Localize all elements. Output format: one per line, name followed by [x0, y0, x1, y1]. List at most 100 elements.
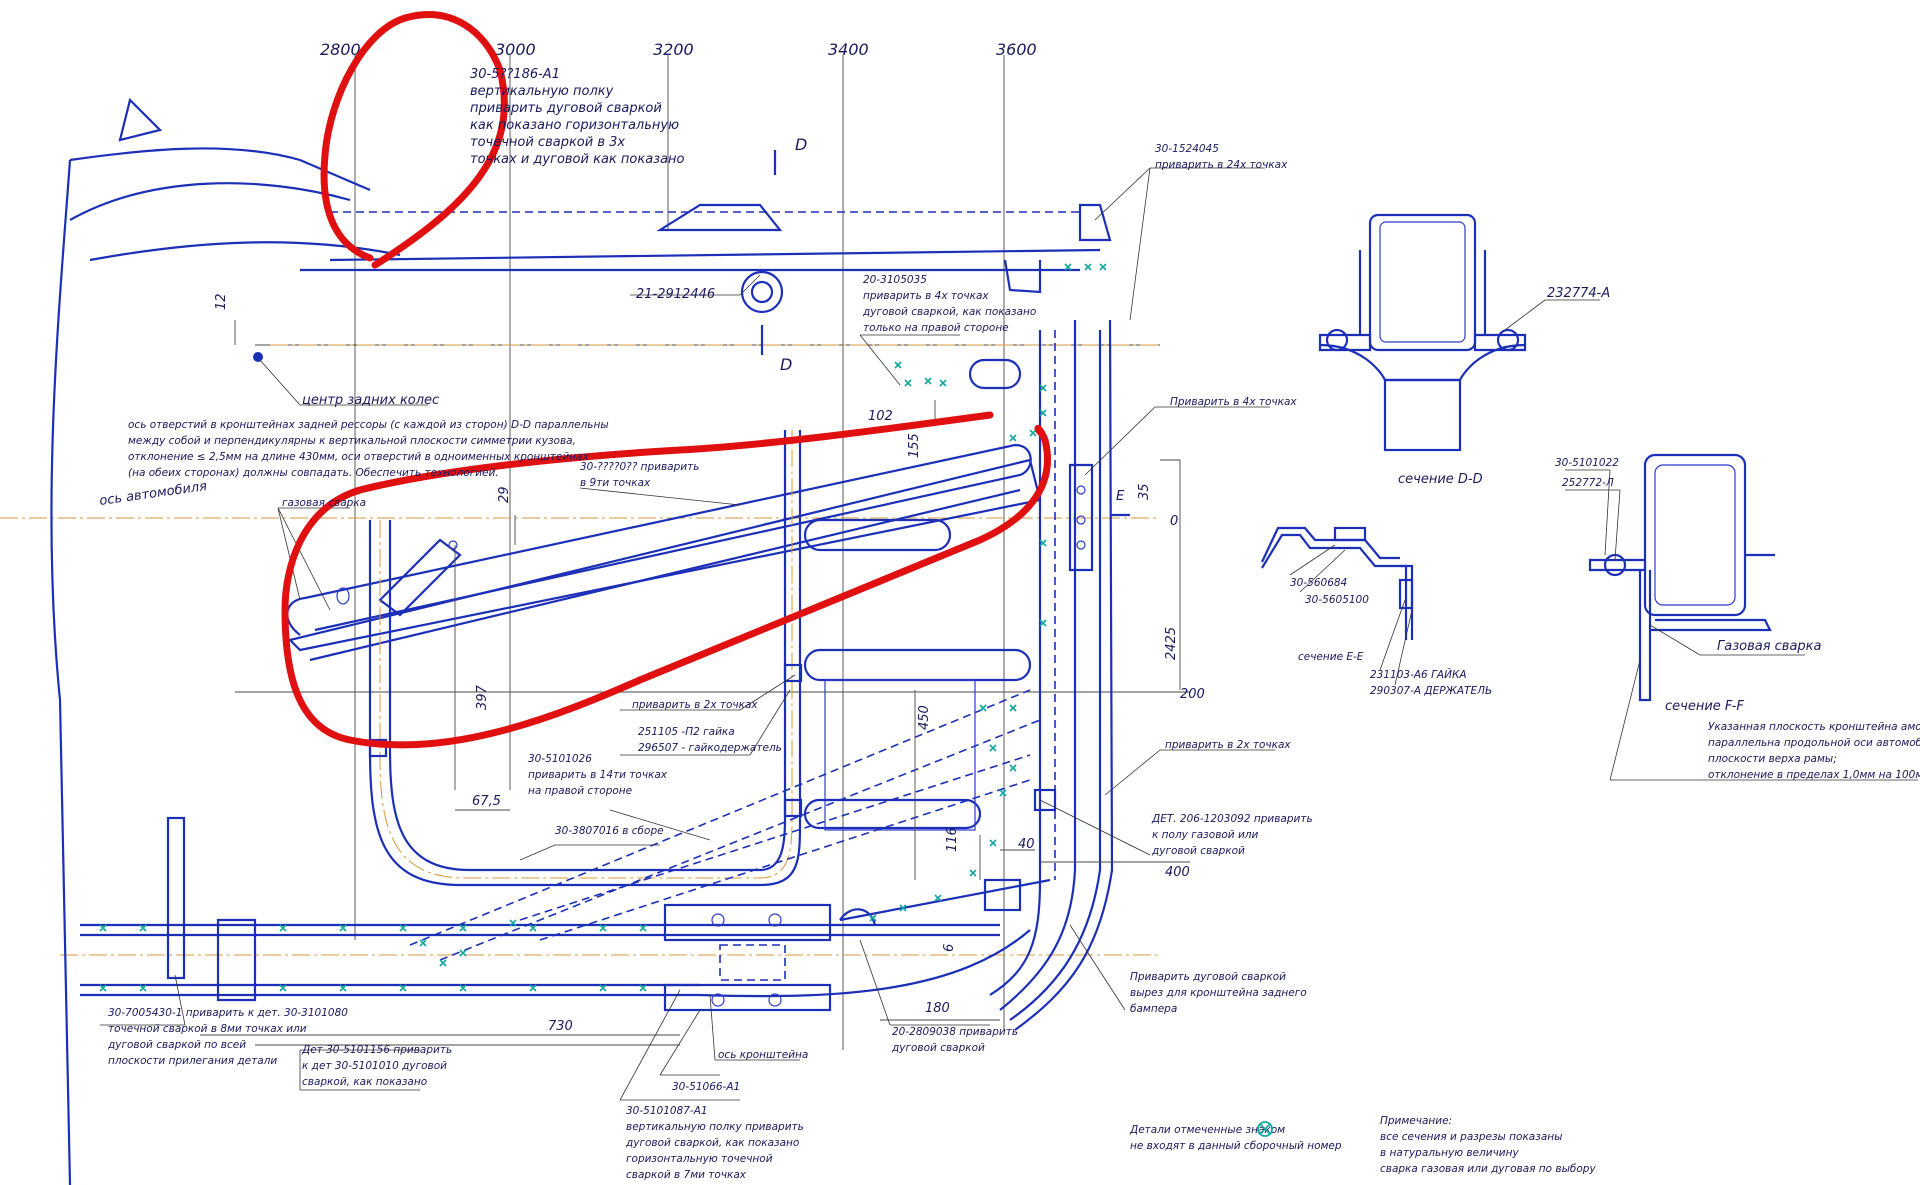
weld-marks — [99, 263, 1107, 992]
label-part-5101087-note-3: сваркой в 7ми точках — [626, 1169, 747, 1181]
label-part-1524045: 30-1524045 — [1155, 143, 1219, 155]
label-part-top-note-4: точках и дуговой как показано — [470, 152, 685, 167]
label-part-top-note-1: приварить дуговой сваркой — [470, 101, 662, 116]
dim-35: 35 — [1137, 483, 1152, 500]
leader-lines — [100, 167, 1275, 1101]
section-ee: 30-560684 30-5605100 сечение Е-Е 231103-… — [1261, 526, 1492, 697]
label-nut-note-0: 251105 -П2 гайка — [638, 726, 735, 738]
top-dimension-labels: 2800 3000 3200 3400 3600 — [320, 40, 1037, 59]
red-markup — [281, 11, 1051, 749]
label-part-3105035-note-0: приварить в 4х точках — [863, 290, 989, 302]
label-part-top-note-2: как показано горизонтальную — [470, 118, 679, 133]
label-nut-ee: 231103-А6 ГАЙКА — [1370, 668, 1467, 681]
label-remark-line-0: все сечения и разрезы показаны — [1380, 1131, 1562, 1143]
label-part-3105035-note-2: только на правой стороне — [863, 322, 1009, 334]
dim-2800: 2800 — [320, 40, 361, 59]
label-ff-note-0: Указанная плоскость кронштейна амортизат… — [1708, 721, 1920, 733]
label-part-5101026-note-0: приварить в 14ти точках — [528, 769, 668, 781]
dim-180: 180 — [925, 1001, 950, 1016]
label-remark-title: Примечание: — [1380, 1115, 1452, 1127]
bottom-rail — [80, 788, 1057, 1012]
label-bracket-axis: ось кронштейна — [718, 1049, 808, 1061]
label-part-5101087-note-0: вертикальную полку приварить — [626, 1121, 804, 1133]
dim-200: 200 — [1180, 687, 1205, 702]
label-det-5101156-note-1: сваркой, как показано — [302, 1076, 427, 1088]
label-part-5101087: 30-5101087-А1 — [626, 1105, 708, 1117]
dim-3000: 3000 — [495, 40, 536, 59]
label-car-axis: ось автомобиля — [98, 479, 208, 509]
label-part-2809038-note: дуговой сваркой — [891, 1042, 985, 1054]
label-part-206: ДЕТ. 206-1203092 приварить — [1151, 813, 1313, 825]
label-bumper-note-0: Приварить дуговой сваркой — [1130, 971, 1286, 983]
label-part-560684: 30-560684 — [1290, 577, 1347, 589]
label-weld-2b: приварить в 2х точках — [1165, 739, 1291, 751]
label-section-dd: сечение D-D — [1398, 472, 1483, 487]
dim-3600: 3600 — [996, 40, 1037, 59]
dim-3200: 3200 — [653, 40, 694, 59]
label-remark-line-2: сварка газовая или дуговая по выбору — [1380, 1163, 1596, 1175]
dim-397: 397 — [475, 684, 490, 710]
label-part-5101022: 30-5101022 — [1555, 457, 1619, 469]
label-part-206-note-1: дуговой сваркой — [1151, 845, 1245, 857]
wheel-center-marker — [253, 352, 263, 362]
main-view-labels: 30-5??186-A1 вертикальную полку приварит… — [98, 67, 1596, 1181]
label-part-5101026: 30-5101026 — [528, 753, 592, 765]
label-part-3105035-note-1: дуговой сваркой, как показано — [862, 306, 1036, 318]
label-ff-note-3: отклонение в пределах 1,0мм на 100мм — [1708, 769, 1920, 781]
label-part-2912446: 21-2912446 — [636, 287, 715, 302]
section-letter-d-bottom: D — [780, 355, 792, 374]
dim-3400: 3400 — [828, 40, 869, 59]
label-part-232774: 232774-А — [1547, 286, 1610, 301]
dim-102: 102 — [868, 409, 893, 424]
label-part-mid-note: в 9ти точках — [580, 477, 651, 489]
dim-450: 450 — [917, 705, 932, 730]
label-part-top: 30-5??186-A1 — [470, 67, 560, 82]
label-legend-parts: Детали отмеченные знаком — [1129, 1124, 1285, 1136]
label-ff-note-2: плоскости верха рамы; — [1708, 753, 1837, 765]
label-part-7005430: 30-7005430-1 приварить к дет. 30-3101080 — [108, 1007, 348, 1019]
label-part-7005430-note-0: точечной сваркой в 8ми точках или — [108, 1023, 307, 1035]
dim-29: 29 — [497, 486, 512, 503]
label-part-5101026-note-1: на правой стороне — [528, 785, 632, 797]
section-ff: 30-5101022 252772-Л Газовая сварка сечен… — [1555, 453, 1920, 781]
legend-weld-symbol-icon — [1257, 1121, 1273, 1137]
label-det-5101156: Дет 30-5101156 приварить — [301, 1044, 452, 1056]
dim-40: 40 — [1018, 837, 1035, 852]
label-bumper-note-2: бампера — [1130, 1003, 1177, 1015]
dim-116: 116 — [945, 827, 960, 852]
label-part-1524045-note: приварить в 24х точках — [1155, 159, 1288, 171]
label-ff-note-1: параллельна продольной оси автомобиля — [1708, 737, 1920, 749]
label-section-ff: сечение F-F — [1665, 699, 1744, 714]
label-holes-note-2: отклонение ≤ 2,5мм на длине 430мм, оси о… — [128, 451, 589, 463]
body-outline — [50, 97, 1112, 1185]
label-holder-ee: 290307-А ДЕРЖАТЕЛЬ — [1370, 685, 1492, 697]
dim-730: 730 — [548, 1019, 573, 1034]
label-section-ee: сечение Е-Е — [1298, 651, 1364, 663]
label-part-7005430-note-1: дуговой сваркой по всей — [107, 1039, 246, 1051]
label-holes-note-3: (на обеих сторонах) должны совпадать. Об… — [128, 467, 499, 479]
dim-0: 0 — [1170, 514, 1178, 529]
centerlines — [0, 344, 1160, 956]
section-d-marks: D D — [760, 135, 807, 374]
label-part-206-note-0: к полу газовой или — [1152, 829, 1258, 841]
label-part-7005430-note-2: плоскости прилегания детали — [108, 1055, 277, 1067]
label-det-5101156-note-0: к дет 30-5101010 дуговой — [302, 1060, 447, 1072]
swept-member — [409, 689, 1051, 961]
section-letter-d-top: D — [795, 135, 807, 154]
dimension-lines — [200, 320, 1190, 1036]
dim-400: 400 — [1165, 865, 1190, 880]
dimension-values: 12 102 155 29 35 0 2425 200 397 450 67,5… — [214, 293, 1205, 1034]
label-part-5101087-note-2: горизонтальную точечной — [626, 1153, 773, 1165]
label-nut-note-1: 296507 - гайкодержатель — [638, 742, 782, 754]
label-holes-note-0: ось отверстий в кронштейнах задней рессо… — [128, 419, 609, 431]
label-part-3807016: 30-3807016 в сборе — [555, 825, 664, 837]
label-part-top-note-0: вертикальную полку — [470, 84, 614, 99]
dim-155: 155 — [907, 433, 922, 458]
label-part-5605100: 30-5605100 — [1305, 594, 1369, 606]
label-gas-weld: газовая сварка — [282, 497, 366, 509]
section-letter-e: E — [1116, 489, 1125, 504]
right-frame-rail: E — [989, 319, 1130, 1031]
label-gas-weld-caption: Газовая сварка — [1717, 639, 1822, 654]
dim-12: 12 — [214, 293, 229, 310]
